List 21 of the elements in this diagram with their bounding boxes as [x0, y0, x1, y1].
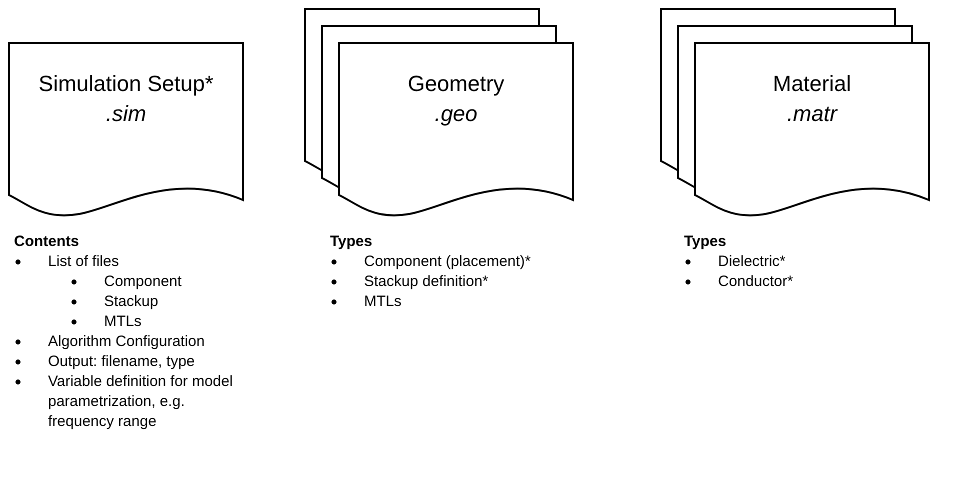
list-item: Variable definition for model parametrization, e.g. frequency range	[48, 372, 233, 432]
document-title: Simulation Setup*	[38, 71, 214, 97]
list-item: Output: filename, type	[48, 352, 195, 372]
list-item: Component (placement)*	[364, 252, 531, 272]
list-item: Stackup	[104, 292, 158, 312]
file-extension: .sim	[104, 101, 148, 127]
list-item: MTLs	[364, 292, 402, 312]
list-item: Algorithm Configuration	[48, 332, 205, 352]
list-heading: Types	[684, 232, 726, 252]
list-item: Component	[104, 272, 182, 292]
list-item: Conductor*	[718, 272, 794, 292]
list-item: Dielectric*	[718, 252, 786, 272]
file-extension: .matr	[786, 101, 839, 127]
list-item: Stackup definition*	[364, 272, 488, 292]
list-item: List of files	[48, 252, 119, 272]
list-heading: Types	[330, 232, 372, 252]
document-title: Geometry	[406, 71, 506, 97]
file-extension: .geo	[434, 101, 478, 127]
list-item: MTLs	[104, 312, 142, 332]
list-heading: Contents	[14, 232, 79, 252]
document-title: Material	[772, 71, 852, 97]
